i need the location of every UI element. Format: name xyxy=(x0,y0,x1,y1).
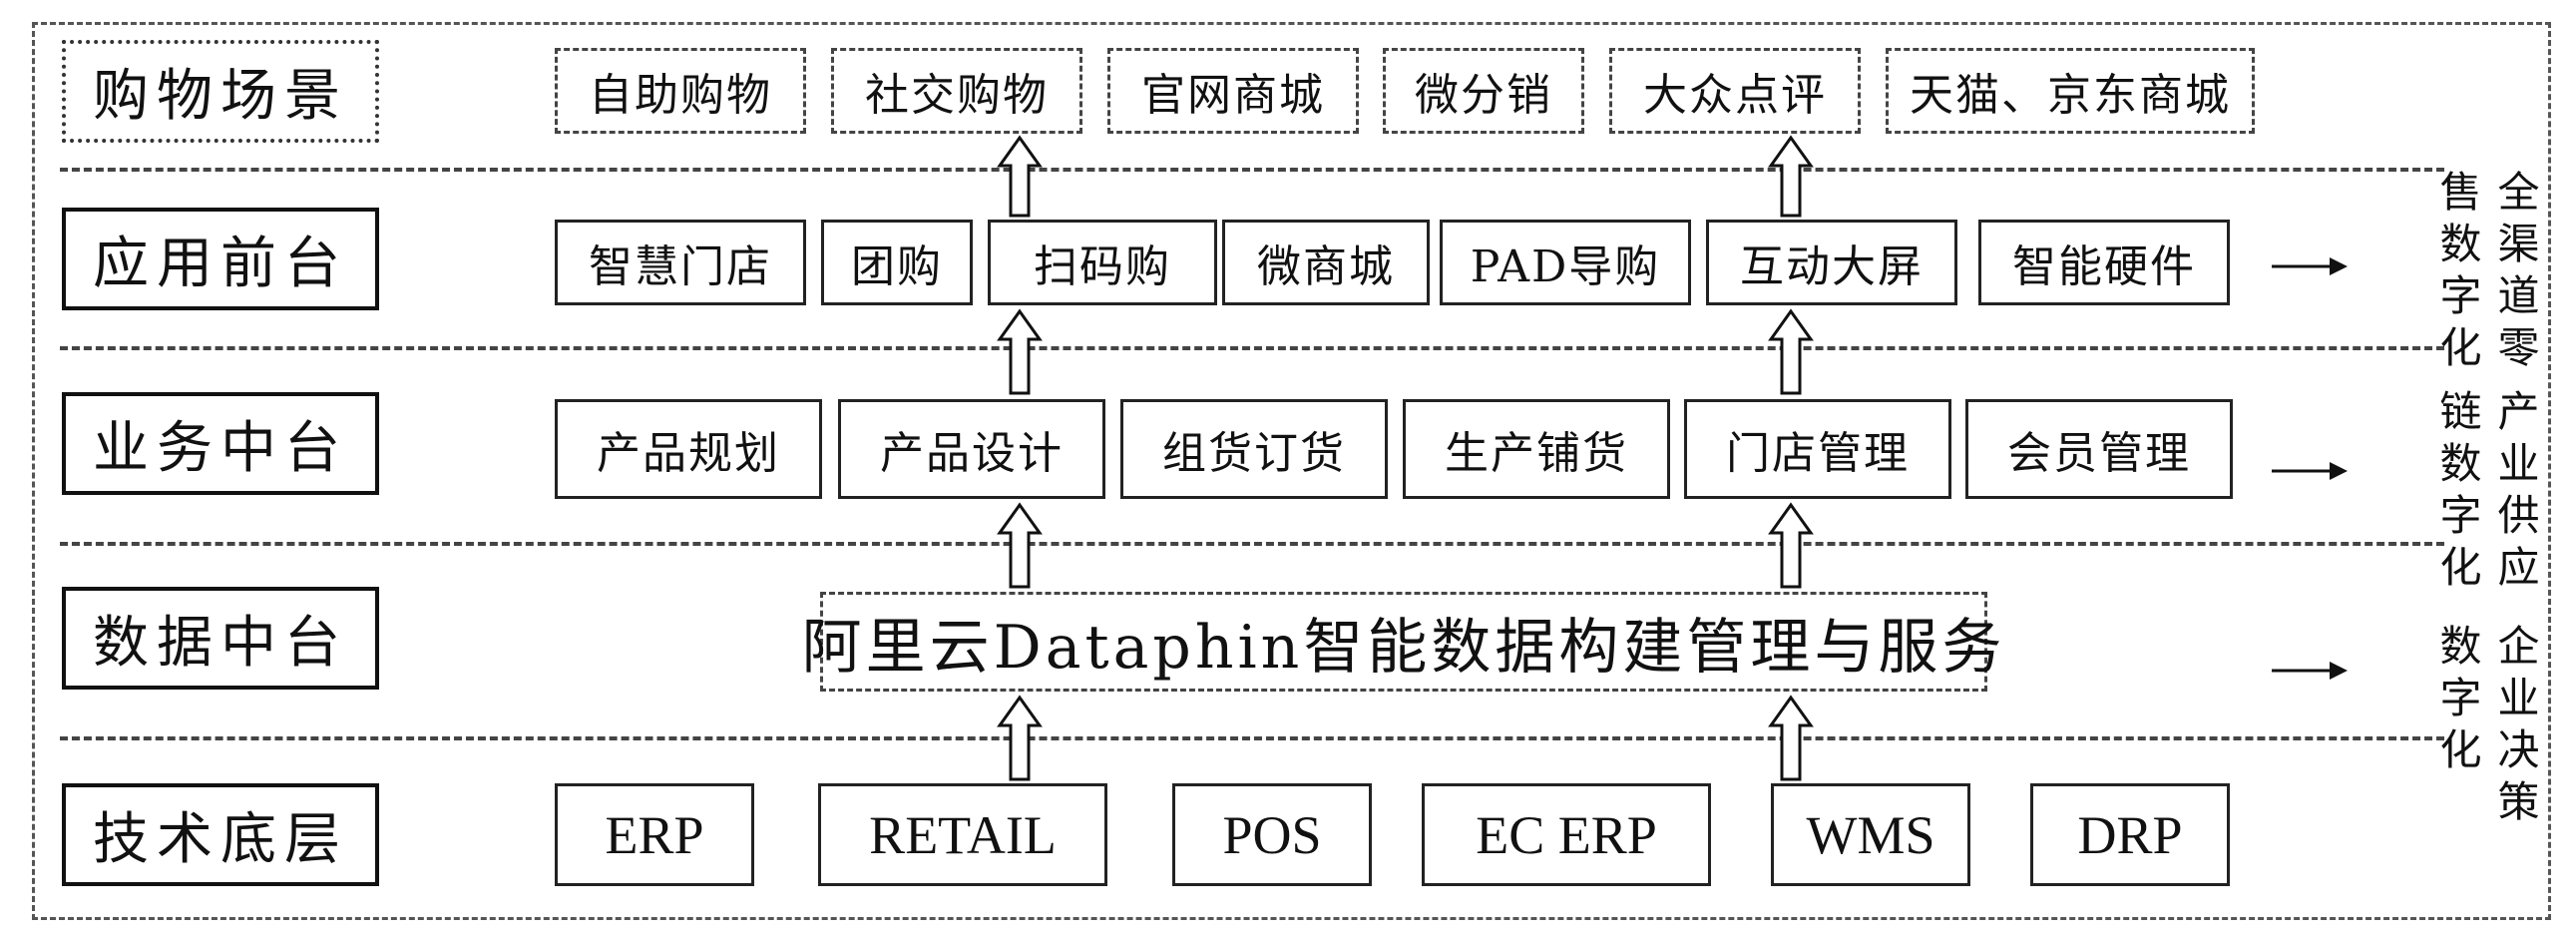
system-box-ec-erp: EC ERP xyxy=(1422,783,1711,886)
application-box: 智能硬件 xyxy=(1978,220,2230,305)
layer-separator xyxy=(60,736,2444,740)
diagram-frame xyxy=(32,22,2551,920)
business-box: 生产铺货 xyxy=(1403,399,1670,499)
scene-box: 微分销 xyxy=(1383,48,1584,134)
layer-label-data-middle: 数据中台 xyxy=(62,587,379,690)
system-box-drp: DRP xyxy=(2030,783,2230,886)
scene-box: 社交购物 xyxy=(831,48,1082,134)
business-box: 组货订货 xyxy=(1120,399,1388,499)
application-box: PAD导购 xyxy=(1440,220,1691,305)
right-arrow-icon xyxy=(2272,662,2348,680)
layer-label-application-front: 应用前台 xyxy=(62,208,379,310)
system-box-erp: ERP xyxy=(555,783,754,886)
business-box: 产品设计 xyxy=(838,399,1105,499)
application-box: 扫码购 xyxy=(988,220,1217,305)
system-box-wms: WMS xyxy=(1771,783,1970,886)
up-arrow-icon xyxy=(997,695,1043,781)
scene-box: 官网商城 xyxy=(1107,48,1359,134)
system-box-pos: POS xyxy=(1172,783,1372,886)
business-box: 会员管理 xyxy=(1965,399,2233,499)
business-box: 产品规划 xyxy=(555,399,822,499)
layer-label-business-middle: 业务中台 xyxy=(62,392,379,495)
layer-label-shopping-scenes: 购物场景 xyxy=(62,40,379,143)
layer-separator xyxy=(60,168,2444,172)
dataphin-banner: 阿里云Dataphin智能数据构建管理与服务 xyxy=(802,592,2001,692)
right-arrow-icon xyxy=(2272,257,2348,275)
up-arrow-icon xyxy=(1768,135,1814,218)
application-box: 互动大屏 xyxy=(1706,220,1957,305)
up-arrow-icon xyxy=(997,502,1043,589)
up-arrow-icon xyxy=(997,135,1043,218)
up-arrow-icon xyxy=(1768,695,1814,781)
business-box: 门店管理 xyxy=(1684,399,1951,499)
up-arrow-icon xyxy=(997,308,1043,395)
outcome-label: 企业决策数字化 xyxy=(2433,624,2540,831)
layer-label-tech-base: 技术底层 xyxy=(62,783,379,886)
outcome-label: 全渠道零售数字化 xyxy=(2433,170,2540,377)
layer-separator xyxy=(60,542,2444,546)
application-box: 团购 xyxy=(821,220,973,305)
up-arrow-icon xyxy=(1768,308,1814,395)
up-arrow-icon xyxy=(1768,502,1814,589)
right-arrow-icon xyxy=(2272,462,2348,480)
layer-separator xyxy=(60,346,2444,350)
scene-box: 天猫、京东商城 xyxy=(1886,48,2255,134)
outcome-label: 产业供应链数字化 xyxy=(2433,389,2540,597)
application-box: 微商城 xyxy=(1222,220,1430,305)
scene-box: 自助购物 xyxy=(555,48,806,134)
application-box: 智慧门店 xyxy=(555,220,806,305)
system-box-retail: RETAIL xyxy=(818,783,1107,886)
scene-box: 大众点评 xyxy=(1609,48,1861,134)
